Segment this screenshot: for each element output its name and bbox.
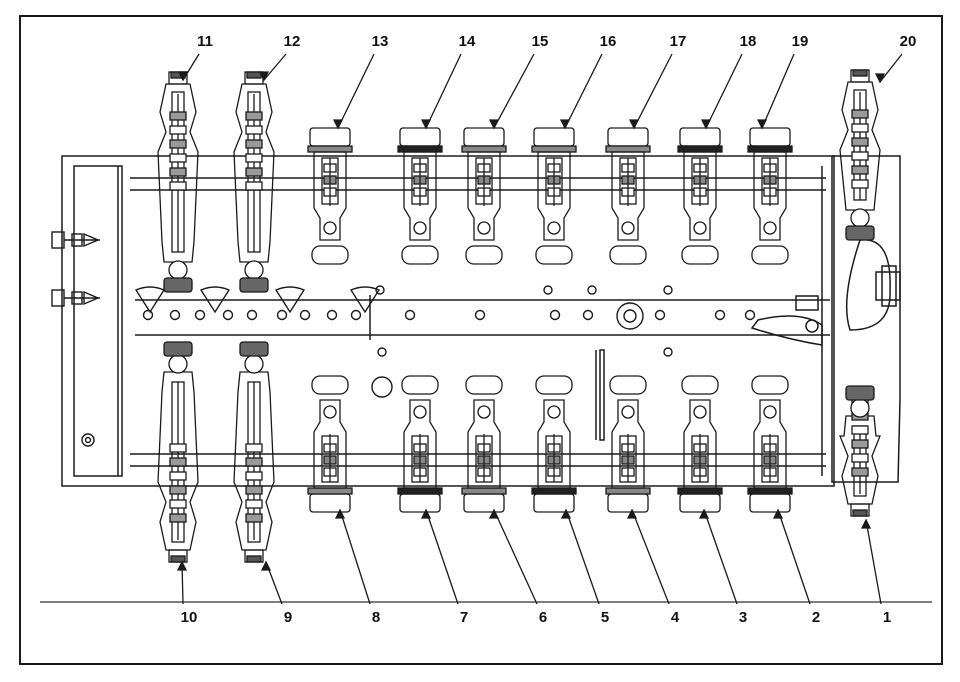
- part-label: 1: [883, 609, 891, 626]
- valve-16: [531, 127, 577, 265]
- right-cover: [750, 155, 901, 483]
- part-label: 19: [792, 33, 809, 50]
- valve-20: [839, 69, 881, 241]
- valve-6: [461, 375, 507, 513]
- part-label: 5: [601, 609, 609, 626]
- valve-7: [397, 375, 443, 513]
- valve-4: [605, 375, 651, 513]
- part-label: 11: [197, 33, 213, 50]
- valve-11: [157, 71, 199, 293]
- valve-19: [747, 127, 793, 265]
- part-label: 8: [372, 609, 380, 626]
- valve-10: [157, 341, 199, 563]
- valve-12: [233, 71, 275, 293]
- valve-8: [307, 375, 353, 513]
- port-holes: [134, 285, 756, 398]
- valve-18: [677, 127, 723, 265]
- part-label: 12: [284, 33, 301, 50]
- valve-3: [677, 375, 723, 513]
- part-label: 13: [372, 33, 389, 50]
- part-label: 9: [284, 609, 292, 626]
- valve-5: [531, 375, 577, 513]
- leader-lines: [176, 53, 903, 605]
- part-label: 18: [740, 33, 757, 50]
- figure-border: [19, 15, 943, 665]
- valve-cartridges: [157, 69, 881, 563]
- valve-14: [397, 127, 443, 265]
- valve-15: [461, 127, 507, 265]
- valve-9: [233, 341, 275, 563]
- part-labels: 11 12 13 14 15 16 17 18 19 20 10 9 8 7 6 5 4 3 2 1: [181, 33, 917, 626]
- left-bolts: [51, 231, 100, 447]
- part-label: 7: [460, 609, 468, 626]
- part-label: 10: [181, 609, 198, 626]
- valve-1: [839, 385, 881, 517]
- part-label: 4: [671, 609, 680, 626]
- part-label: 16: [600, 33, 617, 50]
- part-label: 3: [739, 609, 747, 626]
- part-label: 14: [459, 33, 476, 50]
- part-label: 20: [900, 33, 917, 50]
- part-label: 15: [532, 33, 549, 50]
- valve-17: [605, 127, 651, 265]
- valve-13: [307, 127, 353, 265]
- valve-2: [747, 375, 793, 513]
- part-label: 17: [670, 33, 687, 50]
- part-label: 6: [539, 609, 547, 626]
- part-label: 2: [812, 609, 820, 626]
